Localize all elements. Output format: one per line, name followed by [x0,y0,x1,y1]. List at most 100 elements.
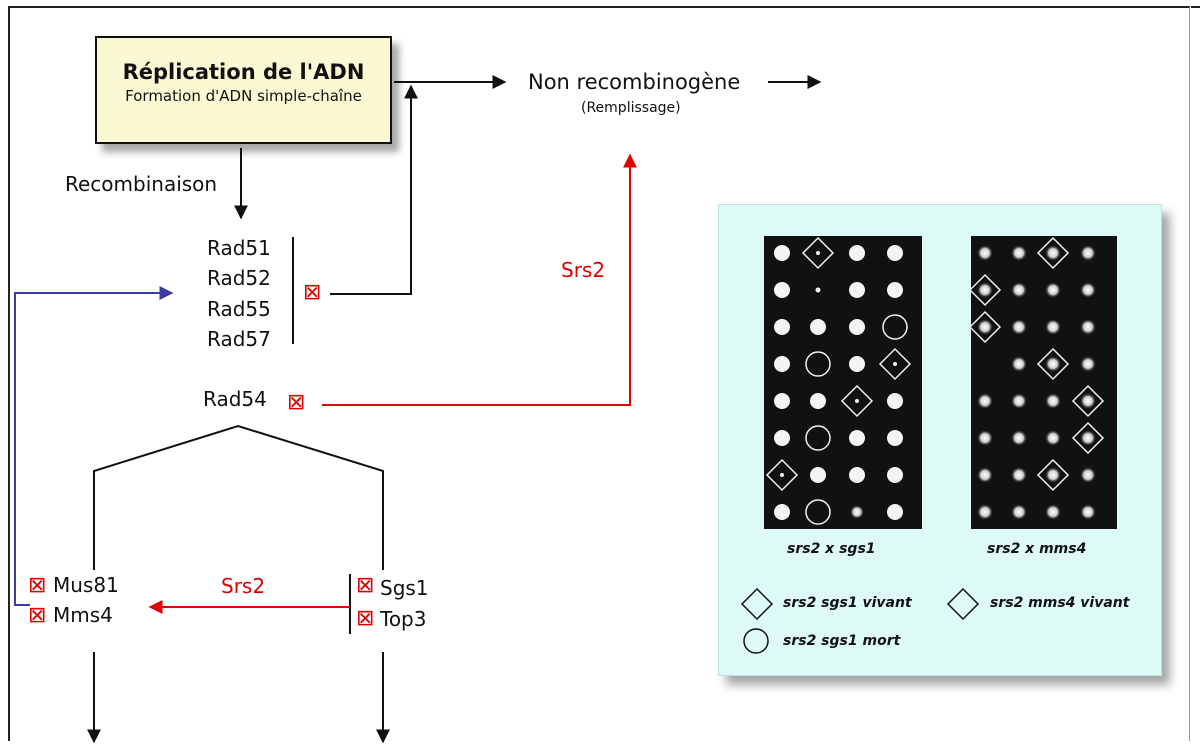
colony-r6-c3 [1045,430,1061,446]
caption-srs2-sgs1: srs2 x sgs1 [787,541,876,557]
colony-r6-c1 [774,430,790,446]
tetrad-panel: srs2 x sgs1 srs2 x mms4 srs2 sgs1 vivant… [718,204,1162,676]
colony-r5-c4 [1080,393,1096,409]
colony-r5-c3 [1045,393,1061,409]
protein-top3: Top3 [380,607,427,631]
frame-corner-tick [1191,6,1200,8]
colony-r5-c3-alive-marker [840,384,874,418]
colony-r6-c2-dead-marker [805,425,831,451]
plate-srs2-mms4-spots [968,236,1105,520]
colony-r7-c1-alive-marker [765,458,799,492]
colony-r5-c4 [887,393,903,409]
colony-r5-c4-alive-marker [1071,384,1105,418]
protein-rad55: Rad55 [207,297,271,321]
colony-r7-c3-alive-marker [1036,458,1070,492]
arrow-rad54-srs2 [322,153,637,406]
colony-r7-c4 [1080,467,1096,483]
colony-r6-c4-alive-marker [1071,421,1105,455]
plate-srs2-sgs1 [764,236,922,529]
colony-r6-c3 [849,430,865,446]
colony-r3-c3 [849,319,865,335]
inhibitor-icon-sgs1: ⊠ [356,573,375,598]
colony-r1-c2 [1011,245,1027,261]
colony-r3-c1-alive-marker [968,310,1002,344]
legend-circle-icon [743,628,769,654]
colony-r4-c1 [774,356,790,372]
colony-r8-c3 [1045,504,1061,520]
colony-r4-c3-alive-marker [1036,347,1070,381]
caption-srs2-mms4: srs2 x mms4 [987,541,1087,557]
colony-r6-c2 [1011,430,1027,446]
colony-r3-c2 [810,319,826,335]
colony-r4-c3 [1045,356,1061,372]
protein-rad52: Rad52 [207,266,271,290]
arrow-mus81-to-rad [14,286,174,606]
colony-r4-c2-dead-marker [805,351,831,377]
colony-r3-c1 [774,319,790,335]
colony-r1-c1 [977,245,993,261]
colony-r2-c3 [849,282,865,298]
nonrec-label: Non recombinogène [528,70,741,94]
colony-r8-c2-dead-marker [805,499,831,525]
protein-rad54: Rad54 [203,387,267,411]
colony-r4-c4 [1080,356,1096,372]
colony-r6-c1 [977,430,993,446]
colony-r5-c1 [774,393,790,409]
protein-mms4: Mms4 [53,603,113,627]
colony-r8-c2 [1011,504,1027,520]
colony-r1-c2-alive-marker [801,236,835,270]
colony-r1-c4 [887,245,903,261]
inhibitor-icon-rad: ⊠ [303,280,322,305]
colony-r2-c3 [1045,282,1061,298]
colony-r1-c3 [1045,245,1061,261]
protein-rad51: Rad51 [207,236,271,260]
plate-srs2-mms4 [968,236,1117,529]
figure-frame [8,6,1190,741]
arrow-rad-to-nonrec [330,84,418,295]
protein-mus81: Mus81 [53,573,119,597]
colony-r3-c4 [1080,319,1096,335]
legend-label-mms4-vivant: srs2 mms4 vivant [990,595,1130,611]
legend-label-sgs1-vivant: srs2 sgs1 vivant [783,595,912,611]
nonrec-sublabel: (Remplissage) [581,100,681,116]
colony-r4-c4-alive-marker [878,347,912,381]
colony-r4-c3 [849,356,865,372]
inhibitor-icon-top3: ⊠ [356,606,375,631]
replication-title: Réplication de l'ADN [122,60,365,84]
inhibitor-icon-rad54: ⊠ [287,390,306,415]
colony-r2-c1-alive-marker [968,273,1002,307]
colony-r3-c4-dead-marker [882,314,908,340]
colony-r8-c3 [850,505,864,519]
recombinaison-label: Recombinaison [65,172,218,196]
colony-r7-c1 [977,467,993,483]
colony-r6-c4 [887,430,903,446]
colony-r2-c4 [887,282,903,298]
protein-sgs1: Sgs1 [380,576,429,600]
colony-r4-c2 [1011,356,1027,372]
colony-r5-c2 [810,393,826,409]
inhibitor-icon-mms4: ⊠ [28,603,47,628]
colony-r3-c1 [977,319,993,335]
inhibitor-icon-mus81: ⊠ [28,573,47,598]
colony-r1-c2 [816,251,820,255]
srs2-top-label: Srs2 [561,258,606,282]
colony-r6-c4 [1080,430,1096,446]
colony-r7-c1 [780,473,784,477]
colony-r4-c4 [893,362,897,366]
colony-r2-c2 [815,287,821,293]
colony-r2-c2 [1011,282,1027,298]
colony-r2-c4 [1080,282,1096,298]
colony-r1-c3 [849,245,865,261]
colony-r8-c1 [774,504,790,520]
replication-subtitle: Formation d'ADN simple-chaîne [125,87,362,105]
protein-rad57: Rad57 [207,327,271,351]
colony-r8-c4 [887,504,903,520]
colony-r3-c2 [1011,319,1027,335]
colony-r7-c4 [887,467,903,483]
colony-r5-c3 [855,399,859,403]
colony-r7-c3 [1045,467,1061,483]
colony-r3-c3 [1045,319,1061,335]
colony-r1-c1 [774,245,790,261]
replication-box: Réplication de l'ADN Formation d'ADN sim… [95,36,392,144]
